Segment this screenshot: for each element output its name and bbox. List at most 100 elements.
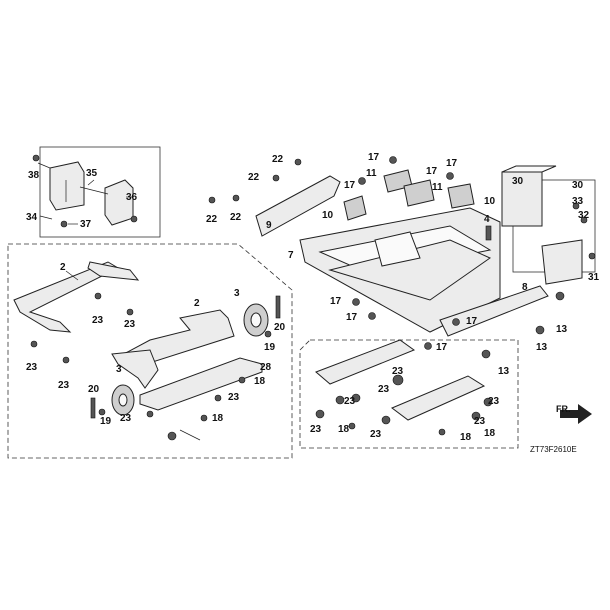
side-rail-8: [439, 285, 549, 337]
left-wheel-kit-box: [7, 243, 293, 459]
screw-36: [130, 215, 138, 223]
grommet-13-2: [555, 291, 565, 301]
callout-23-9: 23: [344, 396, 356, 407]
callout-8: 8: [522, 282, 528, 293]
bolt-22-1: [294, 158, 302, 166]
bolt-22-4: [232, 194, 240, 202]
bolt-23-5: [214, 394, 222, 402]
mount-10-a: [343, 195, 367, 221]
nut-17-5: [368, 312, 376, 320]
nut-17-3: [446, 172, 454, 180]
callout-18-1: 18: [254, 376, 266, 387]
bolt-22-2: [272, 174, 280, 182]
bolt-23-3: [30, 340, 38, 348]
callout-20-upper: 20: [274, 322, 286, 333]
callout-31: 31: [588, 272, 600, 283]
bolt-23-7: [335, 395, 345, 405]
nut-17-4: [352, 298, 360, 306]
callout-17-8: 17: [436, 342, 448, 353]
callout-18-5: 18: [484, 428, 496, 439]
grommet-13-3: [481, 349, 491, 359]
callout-23-1: 23: [92, 315, 104, 326]
callout-17-6: 17: [346, 312, 358, 323]
callout-7: 7: [288, 250, 294, 261]
diagram-code: ZT73F2610E: [530, 445, 577, 454]
callout-23-11: 23: [370, 429, 382, 440]
pin-20-lower: [90, 397, 96, 419]
clip-19-upper: [264, 330, 272, 338]
nut-17-6: [452, 318, 460, 326]
callout-22-1: 22: [272, 154, 284, 165]
grommet-13-1: [535, 325, 545, 335]
callout-3-lower: 3: [116, 364, 122, 375]
nut-18-5: [438, 428, 446, 436]
bolt-23-8: [315, 409, 325, 419]
bolt-23-6: [146, 410, 154, 418]
pin-20-upper: [275, 295, 281, 319]
callout-23-3: 23: [26, 362, 38, 373]
callout-23-10: 23: [310, 424, 322, 435]
bolt-23-11: [381, 415, 391, 425]
mount-11-b: [403, 179, 435, 207]
bolt-23-1: [94, 292, 102, 300]
right-lower-frame: [315, 339, 493, 436]
bracket-inset-box: [39, 146, 161, 238]
bolt-23-12: [483, 397, 493, 407]
bolt-23-4: [62, 356, 70, 364]
screw-31: [588, 252, 596, 260]
callout-30: 30: [512, 176, 524, 187]
callout-11-a: 11: [366, 168, 377, 179]
screw-37: [60, 220, 68, 228]
callout-36: 36: [126, 192, 138, 203]
callout-17-1: 17: [368, 152, 380, 163]
callout-17-5: 17: [330, 296, 342, 307]
callout-13-3: 13: [498, 366, 510, 377]
callout-13-2: 13: [536, 342, 548, 353]
callout-23-6: 23: [120, 413, 132, 424]
callout-18-4: 18: [460, 432, 472, 443]
bolt-22-3: [208, 196, 216, 204]
callout-19-lower: 19: [100, 416, 112, 427]
bolt-38: [32, 154, 40, 162]
nut-17-2: [358, 177, 366, 185]
nut-18-4: [348, 422, 356, 430]
callout-23-2: 23: [124, 319, 136, 330]
bolt-23-2: [126, 308, 134, 316]
callout-23-13: 23: [474, 416, 486, 427]
callout-23-7: 23: [392, 366, 404, 377]
callout-23-4: 23: [58, 380, 70, 391]
callout-10-b: 10: [484, 196, 496, 207]
callout-13-1: 13: [556, 324, 568, 335]
callout-18-3: 18: [338, 424, 350, 435]
mount-10-b: [447, 183, 475, 209]
handle-bar-2-left: [13, 261, 120, 333]
callout-20-lower: 20: [88, 384, 100, 395]
callout-23-8: 23: [378, 384, 390, 395]
callout-22-3: 22: [206, 214, 218, 225]
callout-17-4: 17: [344, 180, 356, 191]
callout-23-5: 23: [228, 392, 240, 403]
callout-19-upper: 19: [264, 342, 276, 353]
callout-11-b: 11: [432, 182, 443, 193]
callout-18-2: 18: [212, 413, 224, 424]
frame-7-window: [374, 231, 421, 267]
nut-18-3: [167, 431, 177, 441]
callout-33: 33: [572, 196, 584, 207]
clip-19-lower: [98, 408, 106, 416]
callout-4: 4: [484, 214, 490, 225]
callout-32: 32: [578, 210, 590, 221]
nut-17-7: [424, 342, 432, 350]
nut-17-1: [389, 156, 397, 164]
callout-23-12: 23: [488, 396, 500, 407]
callout-17-3: 17: [446, 158, 458, 169]
front-direction-arrow: [560, 404, 592, 424]
callout-17-7: 17: [466, 316, 478, 327]
side-rail-9: [255, 175, 341, 237]
bolt-4: [485, 225, 492, 241]
main-frame: [208, 156, 565, 359]
callout-3-upper: 3: [234, 288, 240, 299]
callout-37: 37: [80, 219, 92, 230]
cross-rail-rear: [391, 375, 486, 421]
bolt-23-9: [351, 393, 361, 403]
